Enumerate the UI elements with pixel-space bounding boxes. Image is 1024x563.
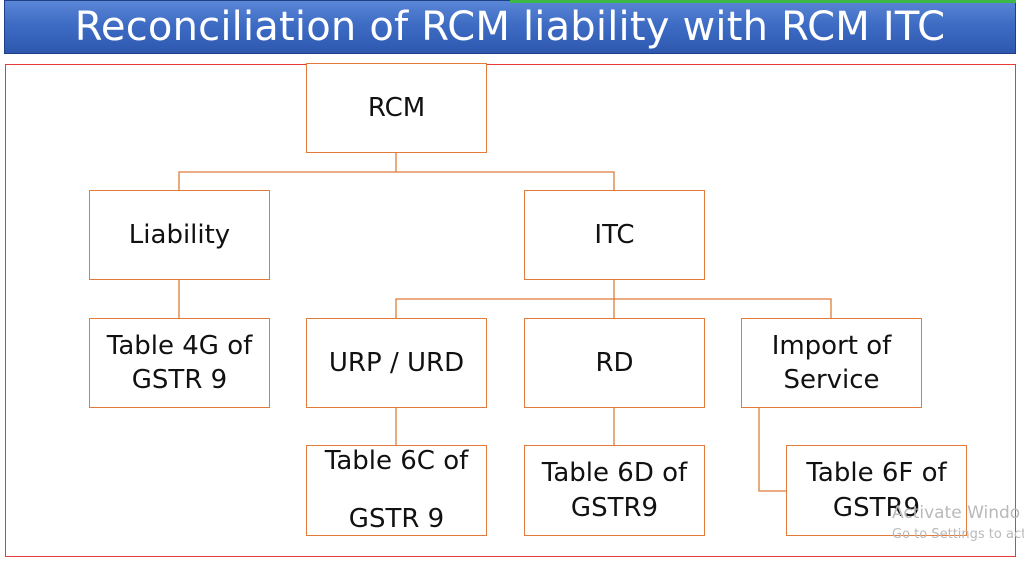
node-table-6f-label: Table 6F of GSTR9: [806, 458, 947, 523]
node-table-6d: Table 6D of GSTR9: [524, 445, 705, 536]
node-liability-label: Liability: [128, 219, 231, 250]
diagram-frame: [5, 64, 1016, 557]
node-rcm-label: RCM: [367, 92, 426, 123]
title-banner: Reconciliation of RCM liability with RCM…: [4, 0, 1016, 54]
node-rcm: RCM: [306, 63, 487, 153]
node-itc: ITC: [524, 190, 705, 280]
node-table-6d-label: Table 6D of GSTR9: [541, 458, 688, 523]
activate-windows-settings-link[interactable]: Go to Settings to act: [892, 527, 1024, 542]
title-accent-line: [510, 0, 1016, 3]
page-title: Reconciliation of RCM liability with RCM…: [74, 4, 946, 50]
connector-rcm-children: [178, 171, 615, 190]
node-itc-label: ITC: [594, 219, 635, 250]
node-table-4g-label: Table 4G of GSTR 9: [106, 330, 253, 395]
node-urp-urd: URP / URD: [306, 318, 487, 408]
connector-import-6f: [758, 408, 786, 492]
node-liability: Liability: [89, 190, 270, 280]
node-rd-label: RD: [595, 347, 634, 378]
node-table-4g: Table 4G of GSTR 9: [89, 318, 270, 408]
node-rd: RD: [524, 318, 705, 408]
node-import-of-service: Import of Service: [741, 318, 922, 408]
node-import-label: Import of Service: [771, 330, 892, 395]
node-table-6f: Table 6F of GSTR9: [786, 445, 967, 536]
activate-windows-watermark: Activate Windo: [892, 503, 1021, 523]
node-urp-urd-label: URP / URD: [328, 347, 465, 378]
node-table-6c-label: Table 6C of GSTR 9: [324, 445, 469, 535]
node-table-6c: Table 6C of GSTR 9: [306, 445, 487, 536]
